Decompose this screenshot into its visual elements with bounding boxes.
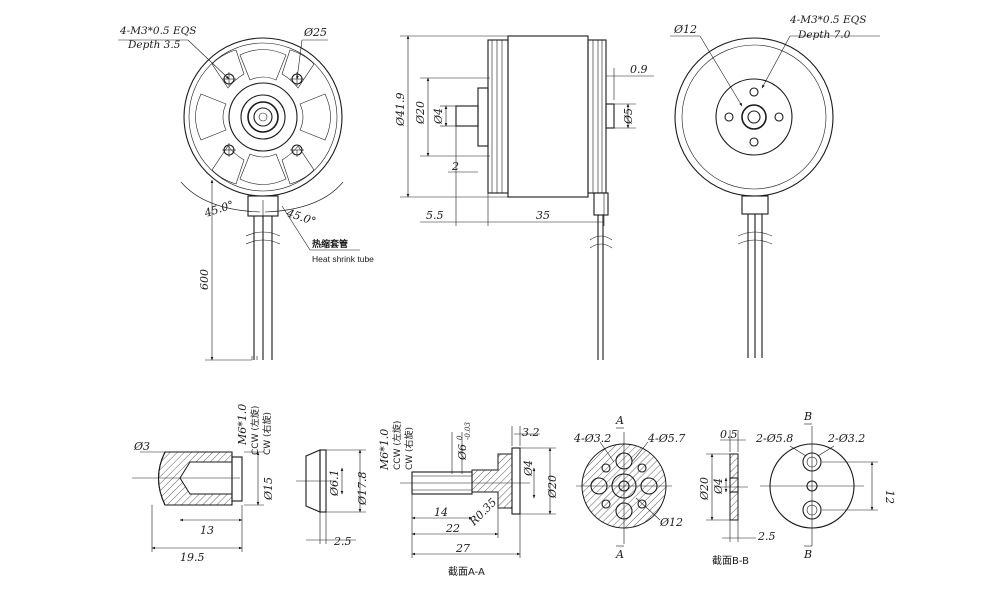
- flange-b: B B 2-Ø5.8 2-Ø3.2 12: [755, 410, 896, 561]
- side-gap: 0.9: [630, 63, 648, 76]
- front-bolt-circle: Ø25: [303, 26, 327, 39]
- adapter-bore-tol-upper: 0: [456, 435, 464, 440]
- flange-a-center: Ø12: [659, 516, 683, 529]
- rear-view: Ø12 4-M3*0.5 EQS Depth 7.0: [670, 14, 880, 358]
- prop-nut: Ø3 M6*1.0 CCW (左旋) CW (右旋) Ø15 13 19.5: [132, 404, 275, 564]
- flange-a: A A 4-Ø3.2 4-Ø5.7 Ø12: [573, 414, 685, 561]
- adapter-bore-dia: Ø6: [456, 444, 469, 461]
- section-b-label: 截面B-B: [712, 554, 749, 567]
- nut-ccw: CCW (左旋): [249, 406, 261, 455]
- flange-b-large-holes: 2-Ø5.8: [755, 432, 793, 445]
- side-body-len: 35: [536, 209, 550, 222]
- flange-a-small-holes: 4-Ø3.2: [573, 432, 611, 445]
- section-a-label: 截面A-A: [448, 565, 485, 578]
- side-hub-dia: Ø20: [414, 101, 427, 125]
- side-shaft-dia-right: Ø5: [622, 108, 635, 125]
- rear-depth-note: Depth 7.0: [797, 29, 851, 41]
- flange-b-small-holes: 2-Ø3.2: [827, 432, 865, 445]
- flange-a-large-holes: 4-Ø5.7: [647, 432, 685, 445]
- flange-b-spacing: 12: [883, 490, 896, 504]
- side-shaft-len: 5.5: [426, 209, 444, 222]
- nut-total-len: 19.5: [180, 551, 205, 564]
- front-depth-note: Depth 3.5: [127, 39, 181, 51]
- section-b-gap: 0.5: [720, 428, 738, 441]
- adapter-len-b: 22: [445, 522, 460, 535]
- nut-cw: CW (右旋): [261, 412, 273, 455]
- adapter-len-a: 14: [434, 506, 448, 519]
- rear-thread-note: 4-M3*0.5 EQS: [789, 14, 866, 26]
- washer-outer-dia: Ø17.8: [356, 471, 369, 506]
- section-b-inner-dia: Ø4: [712, 478, 725, 495]
- nut-thread: M6*1.0: [236, 404, 249, 446]
- angle-left: 45.0°: [202, 198, 235, 220]
- adapter-thread: M6*1.0: [378, 429, 391, 471]
- adapter-len-total: 27: [455, 542, 470, 555]
- adapter-ccw: CCW (左旋): [391, 421, 403, 470]
- lead-length: 600: [198, 269, 211, 290]
- adapter-cw: CW (右旋): [403, 427, 415, 470]
- nut-outer-dia: Ø15: [262, 477, 275, 501]
- nut-inner-len: 13: [200, 524, 214, 537]
- side-step: 2: [451, 160, 459, 173]
- nut-tip-dia: Ø3: [133, 440, 150, 453]
- heat-shrink-en: Heat shrink tube: [312, 254, 374, 264]
- washer-inner-dia: Ø6.1: [328, 469, 341, 497]
- washer-thickness: 2.5: [333, 535, 352, 548]
- section-b: 0.5 Ø20 Ø4 2.5 截面B-B: [698, 428, 776, 567]
- side-outer-dia: Ø41.9: [394, 92, 407, 127]
- adapter-radius: R0.35: [466, 496, 499, 529]
- adapter-flange-dia: Ø20: [546, 475, 559, 499]
- adapter-flange-thk: 3.2: [522, 426, 540, 439]
- flange-a-marker-bottom: A: [615, 548, 624, 561]
- side-view: Ø41.9 Ø20 Ø4 Ø5 0.9 2 5.5 35: [394, 35, 654, 360]
- flange-a-marker-top: A: [615, 414, 624, 427]
- heat-shrink-cn: 热缩套管: [312, 238, 348, 249]
- front-view: 4-M3*0.5 EQS Depth 3.5 Ø25 45.0° 45.0° 热…: [118, 25, 374, 361]
- front-thread-note: 4-M3*0.5 EQS: [119, 25, 196, 37]
- prop-adapter: M6*1.0 CCW (左旋) CW (右旋) Ø6 0 -0.03 3.2 Ø…: [378, 421, 559, 578]
- adapter-inner-dia: Ø4: [522, 460, 535, 477]
- washer: Ø6.1 Ø17.8 2.5: [296, 449, 369, 548]
- angle-right: 45.0°: [284, 206, 317, 228]
- section-b-thickness: 2.5: [757, 530, 776, 543]
- rear-center-dia: Ø12: [673, 23, 697, 36]
- side-shaft-dia-left: Ø4: [432, 108, 445, 125]
- flange-b-marker-top: B: [803, 410, 812, 423]
- flange-b-marker-bottom: B: [803, 548, 812, 561]
- adapter-bore-tol-lower: -0.03: [464, 422, 472, 440]
- section-b-outer-dia: Ø20: [698, 477, 711, 501]
